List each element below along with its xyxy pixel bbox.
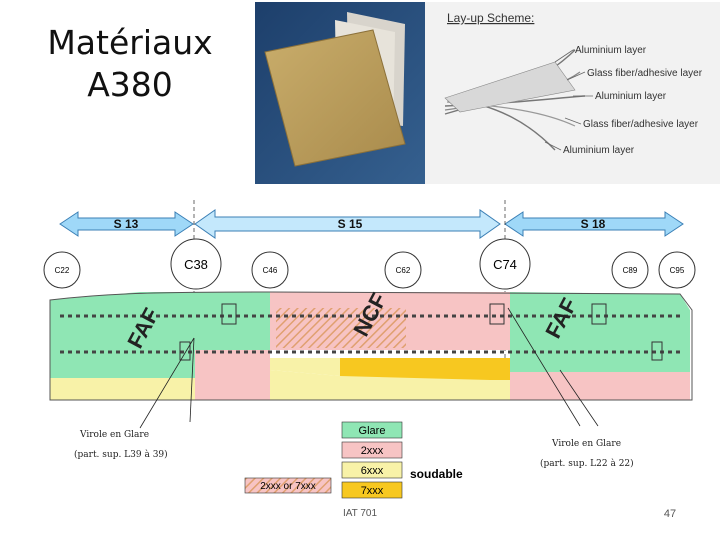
fuselage-diagram: S 13 S 15 S 18 C22 C38 C46 C62 C74 C89 C…: [43, 200, 696, 499]
hatched-panel: [276, 308, 406, 348]
annotation-line: (part. sup. L22 à 22): [540, 458, 634, 469]
door: [221, 303, 237, 325]
alloy-2xxx-panel: [195, 350, 270, 400]
frame-c62: C62: [384, 251, 422, 289]
legend-label: 2xxx: [361, 445, 384, 457]
slide-footer: IAT 701: [342, 508, 378, 519]
layer-label: Aluminium layer: [563, 145, 635, 156]
section-arrow-s18: S 18: [504, 211, 684, 237]
frame-c46: C46: [251, 251, 289, 289]
svg-text:C46: C46: [263, 266, 278, 275]
annotation-leader: [507, 307, 581, 427]
alloy-6xxx-panel: [270, 370, 510, 400]
legend-swatch: [341, 461, 403, 479]
legend-swatch: [341, 441, 403, 459]
leader-line: [566, 71, 586, 81]
glare-panel: [50, 358, 195, 378]
svg-text:C62: C62: [396, 266, 411, 275]
alloy-2xxx-panel: [510, 372, 690, 400]
annotation-line: (part. sup. L39 à 39): [74, 449, 168, 460]
frame-c22: C22: [43, 251, 81, 289]
frame-c95: C95: [658, 251, 696, 289]
frame-c89: C89: [611, 251, 649, 289]
layer-label: Glass fiber/adhesive layer: [587, 68, 703, 79]
svg-text:C95: C95: [670, 266, 685, 275]
layer-label: Aluminium layer: [575, 45, 647, 56]
slide-title: Matériaux A380: [20, 22, 240, 106]
frame-c74: C74: [479, 238, 531, 290]
layer-label: Aluminium layer: [595, 91, 667, 102]
page-number: 47: [663, 508, 677, 520]
legend-label: 6xxx: [361, 465, 384, 477]
annotation-line: Virole en Glare: [79, 430, 149, 440]
legend-label: 7xxx: [361, 485, 384, 497]
title-line-2: A380: [87, 65, 173, 104]
section-label: S 13: [114, 217, 139, 231]
annotation-leader: [139, 337, 195, 429]
svg-text:C89: C89: [623, 266, 638, 275]
glare-panel: [510, 350, 690, 372]
sheet-shape: [444, 61, 576, 113]
annotation-line: Virole en Glare: [551, 439, 621, 449]
svg-text:C38: C38: [184, 257, 208, 272]
frame-c38: C38: [170, 238, 222, 290]
layup-scheme-image: Lay-up Scheme: Aluminium layer Glass fib…: [255, 2, 720, 184]
legend-swatch: [341, 421, 403, 439]
svg-text:C74: C74: [493, 257, 517, 272]
fuselage-body: [49, 291, 693, 401]
annotation-leader: [559, 369, 599, 427]
section-label: S 15: [338, 217, 363, 231]
alloy-7xxx-panel: [340, 358, 510, 380]
fuselage-outline: [49, 291, 693, 401]
door: [651, 341, 663, 361]
door: [591, 303, 607, 325]
glare-panel: [50, 292, 270, 358]
panel-front: [264, 29, 406, 167]
title-line-1: Matériaux: [47, 23, 213, 62]
legend-label: Glare: [359, 425, 386, 437]
legend: Glare 2xxx 6xxx 7xxx 2xxx or 7xxx soudab…: [244, 421, 463, 499]
door: [179, 341, 191, 361]
alloy-6xxx-panel: [50, 378, 195, 400]
leader-line: [554, 49, 574, 63]
leader-line: [544, 141, 562, 151]
soudable-label: soudable: [410, 467, 463, 481]
legend-hatched-label: 2xxx or 7xxx: [260, 481, 316, 492]
section-label: S 18: [581, 217, 606, 231]
section-arrow-s13: S 13: [59, 211, 194, 237]
section-arrow-s15: S 15: [194, 209, 501, 239]
scheme-title: Lay-up Scheme:: [447, 11, 534, 25]
svg-text:C22: C22: [55, 266, 70, 275]
legend-swatch: [341, 481, 403, 499]
leader-line: [564, 117, 582, 125]
annotation-leader: [189, 337, 195, 423]
legend-hatched-swatch: [244, 477, 332, 494]
layer-label: Glass fiber/adhesive layer: [583, 119, 699, 130]
door: [489, 303, 505, 325]
